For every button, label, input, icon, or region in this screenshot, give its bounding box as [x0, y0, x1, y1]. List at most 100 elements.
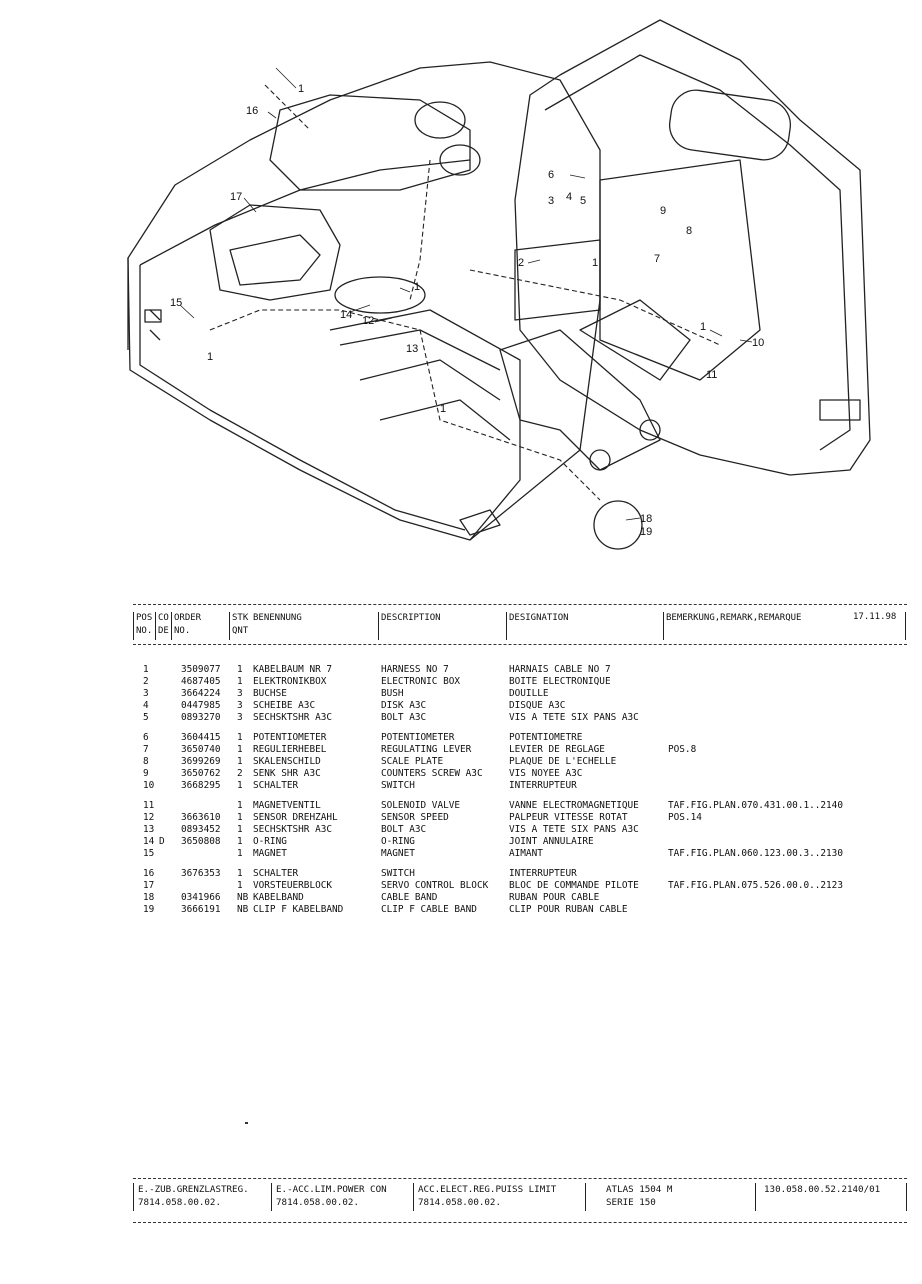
callout-19: 19 — [640, 526, 652, 538]
cell-pos: 7 — [143, 744, 149, 756]
cell-desc: O-RING — [381, 836, 415, 848]
cell-desc: HARNESS NO 7 — [381, 664, 449, 675]
footer-top-rule — [133, 1178, 907, 1179]
header-benennung: BENENNUNG — [253, 613, 302, 623]
cell-order: 3666191 — [181, 904, 221, 916]
header-description: DESCRIPTION — [378, 612, 441, 640]
cell-order: 0447985 — [181, 700, 221, 712]
cell-pos: 19 — [143, 904, 155, 916]
footer-drawing-number: 130.058.00.52.2140/01 — [755, 1183, 880, 1211]
header-remark: BEMERKUNG,REMARK,REMARQUE — [663, 612, 801, 640]
cell-ben: KABELBAND — [253, 892, 304, 904]
cell-dsg: PALPEUR VITESSE ROTAT — [509, 812, 628, 824]
cell-order: 4687405 — [181, 676, 221, 688]
callout-3: 3 — [548, 195, 554, 207]
cell-ben: POTENTIOMETER — [253, 731, 327, 743]
callout-1: 1 — [207, 351, 213, 363]
footer-right-border — [906, 1183, 907, 1211]
callout-1: 1 — [414, 281, 420, 293]
cell-ben: SECHSKTSHR A3C — [253, 824, 333, 836]
callout-17: 17 — [230, 191, 242, 203]
cell-pos: 18 — [143, 892, 155, 904]
cell-qty: 1 — [237, 664, 243, 675]
cell-pos: 6 — [143, 731, 149, 743]
engine-block — [209, 204, 341, 301]
boom — [499, 329, 661, 471]
cell-order: 3663610 — [181, 812, 221, 824]
cell-qty: 1 — [237, 799, 243, 811]
cell-desc: POTENTIOMETER — [381, 731, 455, 743]
cell-pos: 3 — [143, 688, 149, 700]
callout-2: 2 — [518, 257, 524, 269]
cell-pos: 10 — [143, 780, 155, 792]
callout-1: 1 — [298, 83, 304, 95]
cell-order: 3664224 — [181, 688, 221, 700]
table-top-rule — [133, 604, 907, 605]
table-header-rule — [133, 644, 907, 645]
cell-order: 0893270 — [181, 712, 221, 724]
cell-rem: TAF.FIG.PLAN.070.431.00.1..2140 — [668, 799, 843, 811]
cell-dsg: HARNAIS CABLE NO 7 — [509, 664, 611, 675]
cell-order: 3650762 — [181, 768, 221, 780]
cell-qty: 1 — [237, 880, 243, 891]
header-right-border — [905, 612, 908, 640]
cell-desc: DISK A3C — [381, 700, 427, 712]
cell-ben: SCHALTER — [253, 867, 299, 879]
cell-ben: MAGNET — [253, 848, 287, 860]
exploded-drawing: 1 16 17 15 14 12 13 1 1 1 6 3 4 5 2 1 9 … — [127, 19, 871, 550]
cell-qty: 1 — [237, 676, 243, 688]
footer-title-block: E.-ZUB.GRENZLASTREG.7814.058.00.02. E.-A… — [133, 1183, 907, 1213]
cell-dsg: BLOC DE COMMANDE PILOTE — [509, 880, 639, 891]
cell-qty: 1 — [237, 780, 243, 792]
cell-dsg: INTERRUPTEUR — [509, 780, 577, 792]
cell-desc: SENSOR SPEED — [381, 812, 449, 824]
operator-cab — [514, 19, 871, 476]
revision-date: 17.11.98 — [853, 612, 897, 622]
cell-ben: SCHEIBE A3C — [253, 700, 316, 712]
cell-pos: 8 — [143, 756, 149, 768]
cell-dsg: VANNE ELECTROMAGNETIQUE — [509, 799, 639, 811]
cell-pos: 16 — [143, 867, 155, 879]
callout-7: 7 — [654, 253, 660, 265]
cell-co: D — [159, 836, 165, 848]
cell-desc: CLIP F CABLE BAND — [381, 904, 477, 916]
cell-pos: 13 — [143, 824, 155, 836]
cell-dsg: DISQUE A3C — [509, 700, 566, 712]
cell-dsg: VIS A TETE SIX PANS A3C — [509, 824, 639, 836]
cell-order: 0893452 — [181, 824, 221, 836]
cell-pos: 14 — [143, 836, 155, 848]
cell-order: 3699269 — [181, 756, 221, 768]
cell-pos: 11 — [143, 799, 155, 811]
cell-ben: O-RING — [253, 836, 287, 848]
cell-ben: SKALENSCHILD — [253, 756, 321, 768]
cell-ben: BUCHSE — [253, 688, 287, 700]
cell-order: 3650808 — [181, 836, 221, 848]
cell-desc: SWITCH — [381, 867, 415, 879]
cell-desc: ELECTRONIC BOX — [381, 676, 461, 688]
cell-order: 3604415 — [181, 731, 221, 743]
callout-10: 10 — [752, 337, 764, 349]
callout-15: 15 — [170, 297, 182, 309]
cell-dsg: RUBAN POUR CABLE — [509, 892, 600, 904]
cell-ben: REGULIERHEBEL — [253, 744, 327, 756]
cell-dsg: PLAQUE DE L'ECHELLE — [509, 756, 617, 768]
cell-ben: CLIP F KABELBAND — [253, 904, 344, 916]
scan-speck — [245, 1122, 248, 1124]
callout-9: 9 — [660, 205, 666, 217]
cell-order: 3676353 — [181, 867, 221, 879]
cell-qty: 1 — [237, 744, 243, 756]
